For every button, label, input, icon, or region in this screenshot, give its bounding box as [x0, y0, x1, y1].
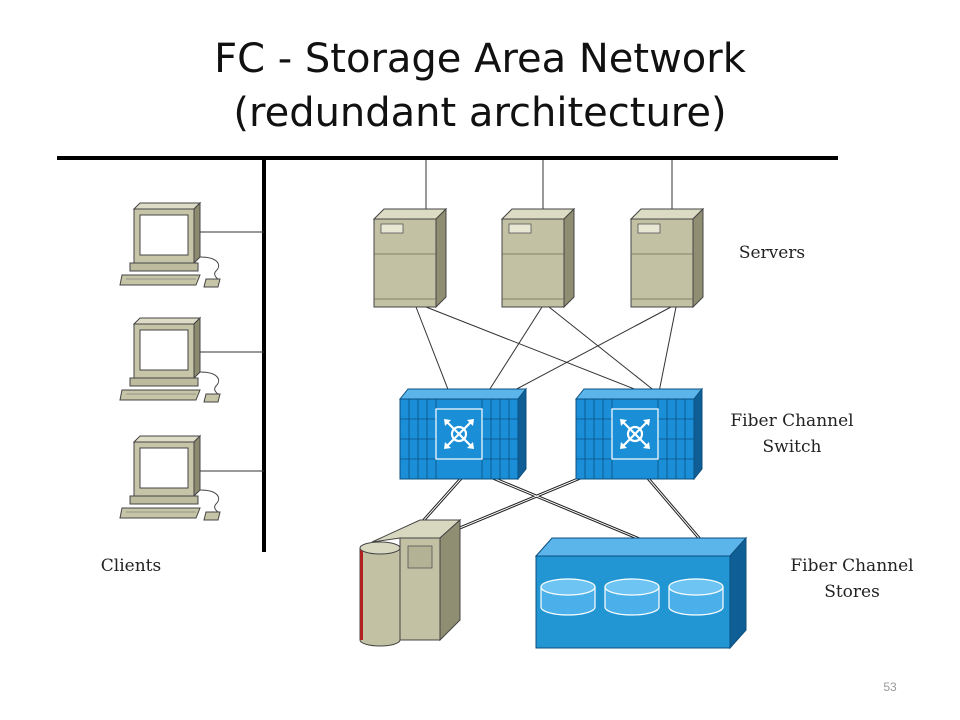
network-bus [57, 156, 838, 552]
fiber-channel-stores-label: Fiber Channel Stores [772, 553, 932, 605]
disk-1 [540, 578, 596, 616]
servers-label: Servers [738, 243, 806, 263]
server-3 [630, 208, 704, 308]
fc-switch-2 [574, 387, 704, 481]
switch-label-line-2: Switch [762, 437, 822, 457]
fc-disk-array [534, 536, 748, 650]
disk-2 [604, 578, 660, 616]
stores-label-line-1: Fiber Channel [790, 556, 914, 576]
page-number: 53 [883, 680, 897, 694]
fiber-channel-switch-label: Fiber Channel Switch [712, 408, 872, 460]
fc-storage-cabinet [359, 518, 462, 647]
client-links [198, 231, 264, 472]
server-uplinks [425, 160, 673, 209]
server-1 [373, 208, 447, 308]
client-computer-2 [119, 317, 221, 403]
stores-label-line-2: Stores [824, 582, 880, 602]
title-line-2: (redundant architecture) [233, 90, 727, 136]
title-line-1: FC - Storage Area Network [214, 36, 746, 82]
server-switch-links [415, 306, 677, 393]
fc-switch-1 [398, 387, 528, 481]
slide-title: FC - Storage Area Network (redundant arc… [0, 32, 960, 140]
server-2 [501, 208, 575, 308]
switch-label-line-1: Fiber Channel [730, 411, 854, 431]
client-computer-1 [119, 202, 221, 288]
clients-label: Clients [100, 556, 162, 576]
client-computer-3 [119, 435, 221, 521]
disk-3 [668, 578, 724, 616]
